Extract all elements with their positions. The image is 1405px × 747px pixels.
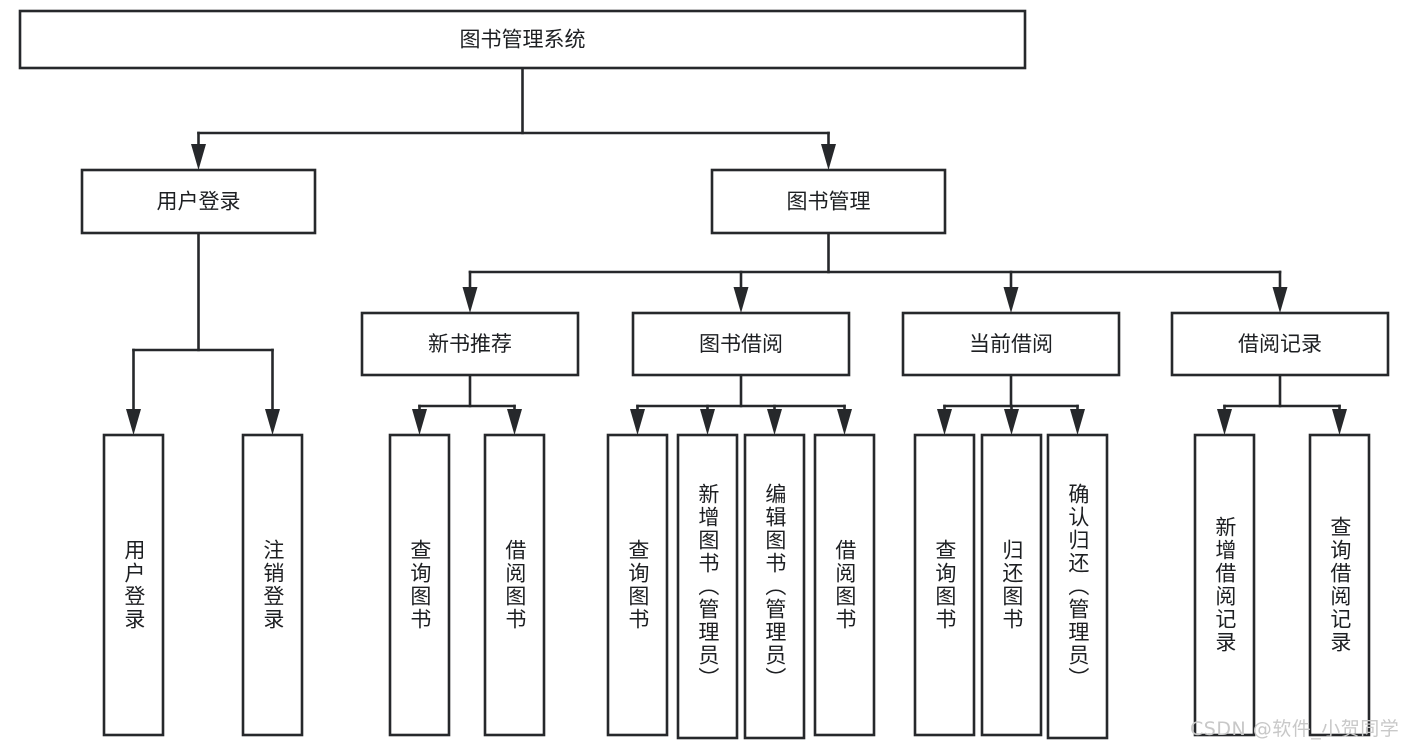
node-box-book-borrow[interactable] — [631, 311, 851, 377]
node-label-book-borrow: 图书借阅 — [699, 332, 783, 356]
node-box-book-manage[interactable] — [710, 168, 947, 235]
node-box-new-book-recommend[interactable] — [360, 311, 580, 377]
node-label-user-login: 用户登录 — [157, 190, 241, 214]
node-label-book-manage: 图书管理 — [787, 190, 871, 214]
connector-arrowhead — [507, 409, 522, 435]
connector-arrowhead — [630, 409, 645, 435]
node-box-leaf-confirm-return[interactable] — [1046, 433, 1109, 740]
connector-arrowhead — [126, 409, 141, 435]
node-box-leaf-query-book-2[interactable] — [606, 433, 669, 737]
node-label-new-book-recommend: 新书推荐 — [428, 332, 512, 356]
connector-arrowhead — [837, 409, 852, 435]
connector-arrowhead — [1332, 409, 1347, 435]
node-box-current-borrow[interactable] — [901, 311, 1121, 377]
node-box-borrow-record[interactable] — [1170, 311, 1390, 377]
connector-arrowhead — [265, 409, 280, 435]
node-label-root: 图书管理系统 — [460, 28, 586, 52]
connector-arrowhead — [937, 409, 952, 435]
node-box-group — [18, 9, 1390, 740]
connector-arrowhead — [1004, 409, 1019, 435]
connector-arrowhead — [700, 409, 715, 435]
connector-arrowhead — [1070, 409, 1085, 435]
node-box-user-login[interactable] — [80, 168, 317, 235]
node-box-leaf-return-book[interactable] — [980, 433, 1043, 737]
node-box-leaf-edit-book[interactable] — [743, 433, 806, 740]
csdn-watermark: CSDN @软件_小贺同学 — [1190, 718, 1400, 740]
connector-arrowhead — [767, 409, 782, 435]
node-label-borrow-record: 借阅记录 — [1238, 332, 1322, 356]
node-box-leaf-add-record[interactable] — [1193, 433, 1256, 737]
node-box-leaf-logout[interactable] — [241, 433, 304, 737]
connector-arrowhead — [462, 287, 478, 313]
node-box-root[interactable] — [18, 9, 1027, 70]
connector-arrowhead — [191, 144, 206, 170]
node-box-leaf-query-book-1[interactable] — [388, 433, 451, 737]
connector-arrowhead — [412, 409, 427, 435]
node-box-leaf-borrow-book-1[interactable] — [483, 433, 546, 737]
connector-arrowhead — [1003, 287, 1019, 313]
node-box-leaf-add-book[interactable] — [676, 433, 739, 740]
connector-arrowhead — [1217, 409, 1232, 435]
connector-arrowhead — [821, 144, 836, 170]
node-box-leaf-borrow-book-2[interactable] — [813, 433, 876, 737]
node-box-leaf-query-record[interactable] — [1308, 433, 1371, 737]
connector-group — [126, 66, 1347, 435]
connector-arrowhead — [1272, 287, 1288, 313]
node-box-leaf-query-book-3[interactable] — [913, 433, 976, 737]
node-label-current-borrow: 当前借阅 — [969, 332, 1053, 356]
connector-arrowhead — [733, 287, 749, 313]
node-box-leaf-user-login[interactable] — [102, 433, 165, 737]
